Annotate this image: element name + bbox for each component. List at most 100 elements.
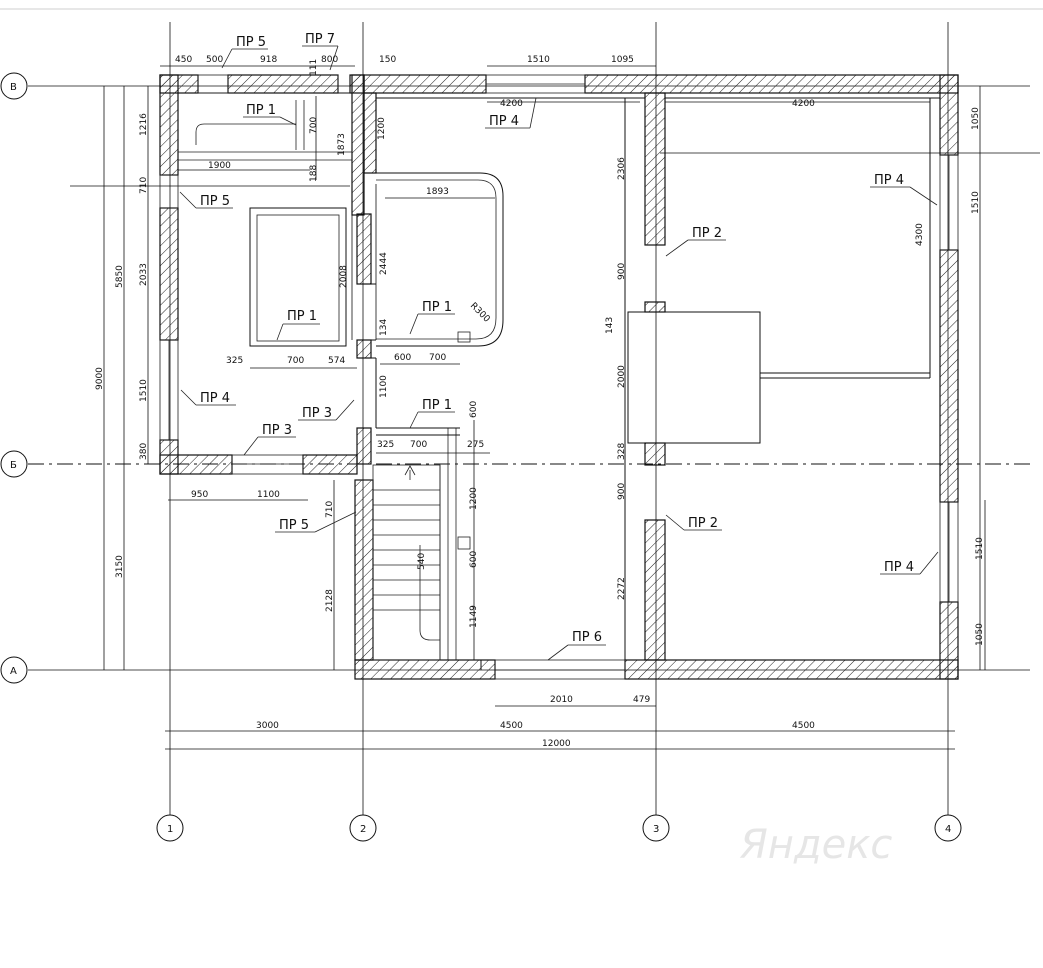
dim-574: 574 bbox=[328, 356, 345, 366]
label-pr7: ПР 7 bbox=[305, 32, 335, 47]
dim-900-b: 900 bbox=[617, 483, 627, 500]
axis-bubble-a: А bbox=[0, 656, 28, 684]
svg-text:2: 2 bbox=[360, 824, 366, 835]
dim-top-500: 500 bbox=[206, 55, 223, 65]
watermark: Яндекс bbox=[739, 822, 892, 868]
dim-9000: 9000 bbox=[95, 367, 105, 390]
dim-710-b: 710 bbox=[325, 501, 335, 518]
svg-text:Б: Б bbox=[10, 460, 17, 471]
dim-1149: 1149 bbox=[469, 605, 479, 628]
label-pr3-b: ПР 3 bbox=[262, 423, 292, 438]
axis-bubble-4: 4 bbox=[934, 814, 962, 842]
axis-lines bbox=[28, 22, 1040, 815]
dim-143: 143 bbox=[605, 317, 615, 334]
axis-bubble-b: Б bbox=[0, 450, 28, 478]
dim-top-450: 450 bbox=[175, 55, 192, 65]
dim-3150: 3150 bbox=[115, 555, 125, 578]
dim-2033: 2033 bbox=[139, 263, 149, 286]
label-pr1-door: ПР 1 bbox=[422, 398, 452, 413]
svg-text:А: А bbox=[10, 666, 17, 677]
dim-540: 540 bbox=[417, 553, 427, 570]
label-pr4-right-bottom: ПР 4 bbox=[884, 560, 914, 575]
dim-1510-right-top: 1510 bbox=[971, 191, 981, 214]
label-pr1-stair: ПР 1 bbox=[246, 103, 276, 118]
walls bbox=[159, 74, 959, 680]
dim-700-d: 700 bbox=[410, 440, 427, 450]
dim-950: 950 bbox=[191, 490, 208, 500]
label-pr5-top: ПР 5 bbox=[236, 35, 266, 50]
dim-1900: 1900 bbox=[208, 161, 231, 171]
dim-275: 275 bbox=[467, 440, 484, 450]
dim-1893: 1893 bbox=[426, 187, 449, 197]
axis-bubble-3: 3 bbox=[642, 814, 670, 842]
dim-600-c: 600 bbox=[469, 551, 479, 568]
dim-1216: 1216 bbox=[139, 113, 149, 136]
dim-380: 380 bbox=[139, 443, 149, 460]
label-pr5-bottom: ПР 5 bbox=[279, 518, 309, 533]
dim-1100-a: 1100 bbox=[379, 375, 389, 398]
dim-479: 479 bbox=[633, 695, 650, 705]
dim-2128: 2128 bbox=[325, 589, 335, 612]
axis-bubble-1: 1 bbox=[156, 814, 184, 842]
dim-top-918: 918 bbox=[260, 55, 277, 65]
label-leaders bbox=[179, 45, 939, 661]
dim-top-1095: 1095 bbox=[611, 55, 634, 65]
svg-text:В: В bbox=[10, 82, 17, 93]
label-pr1-room: ПР 1 bbox=[287, 309, 317, 324]
label-pr6: ПР 6 bbox=[572, 630, 602, 645]
dim-600-b: 600 bbox=[469, 401, 479, 418]
dim-bottom-3000: 3000 bbox=[256, 721, 279, 731]
dim-1100-b: 1100 bbox=[257, 490, 280, 500]
dim-bottom-4500-a: 4500 bbox=[500, 721, 523, 731]
dim-188: 188 bbox=[309, 165, 319, 182]
dim-r300: R300 bbox=[468, 301, 492, 325]
interior-lines bbox=[159, 74, 959, 680]
label-pr4-top: ПР 4 bbox=[489, 114, 519, 129]
dim-134: 134 bbox=[379, 319, 389, 336]
dim-2444: 2444 bbox=[379, 252, 389, 275]
dim-top-150: 150 bbox=[379, 55, 396, 65]
dim-2306: 2306 bbox=[617, 157, 627, 180]
dim-1510-right-bottom: 1510 bbox=[975, 537, 985, 560]
svg-text:3: 3 bbox=[653, 824, 659, 835]
dim-2000: 2000 bbox=[617, 365, 627, 388]
dim-328: 328 bbox=[617, 443, 627, 460]
dim-700-stair: 700 bbox=[309, 117, 319, 134]
svg-text:1: 1 bbox=[167, 824, 173, 835]
label-pr2-top: ПР 2 bbox=[692, 226, 722, 241]
dim-1200-b: 1200 bbox=[469, 487, 479, 510]
dim-1050-a: 1050 bbox=[971, 107, 981, 130]
label-pr1-corridor: ПР 1 bbox=[422, 300, 452, 315]
dim-710-left: 710 bbox=[139, 177, 149, 194]
dim-4200-b: 4200 bbox=[792, 99, 815, 109]
dim-2008: 2008 bbox=[339, 265, 349, 288]
label-pr3-a: ПР 3 bbox=[302, 406, 332, 421]
svg-text:4: 4 bbox=[945, 824, 951, 835]
dim-top-800: 800 bbox=[321, 55, 338, 65]
dim-1873: 1873 bbox=[337, 133, 347, 156]
dim-2010: 2010 bbox=[550, 695, 573, 705]
dim-325-a: 325 bbox=[226, 356, 243, 366]
dim-5850: 5850 bbox=[115, 265, 125, 288]
dim-1050-b: 1050 bbox=[975, 623, 985, 646]
dim-4300: 4300 bbox=[915, 223, 925, 246]
dim-top-1510: 1510 bbox=[527, 55, 550, 65]
dim-325-b: 325 bbox=[377, 440, 394, 450]
axis-bubble-v: В bbox=[0, 72, 28, 100]
dim-600-a: 600 bbox=[394, 353, 411, 363]
dim-111: 111 bbox=[309, 59, 319, 76]
dim-1200-a: 1200 bbox=[377, 117, 387, 140]
dim-bottom-12000: 12000 bbox=[542, 739, 571, 749]
dim-900-a: 900 bbox=[617, 263, 627, 280]
dim-4200-a: 4200 bbox=[500, 99, 523, 109]
dim-700-c: 700 bbox=[429, 353, 446, 363]
label-pr2-bottom: ПР 2 bbox=[688, 516, 718, 531]
dim-1510-left: 1510 bbox=[139, 379, 149, 402]
dim-700-b: 700 bbox=[287, 356, 304, 366]
label-pr4-left: ПР 4 bbox=[200, 391, 230, 406]
dim-bottom-4500-b: 4500 bbox=[792, 721, 815, 731]
dim-2272: 2272 bbox=[617, 577, 627, 600]
label-pr4-right-top: ПР 4 bbox=[874, 173, 904, 188]
axis-bubble-2: 2 bbox=[349, 814, 377, 842]
